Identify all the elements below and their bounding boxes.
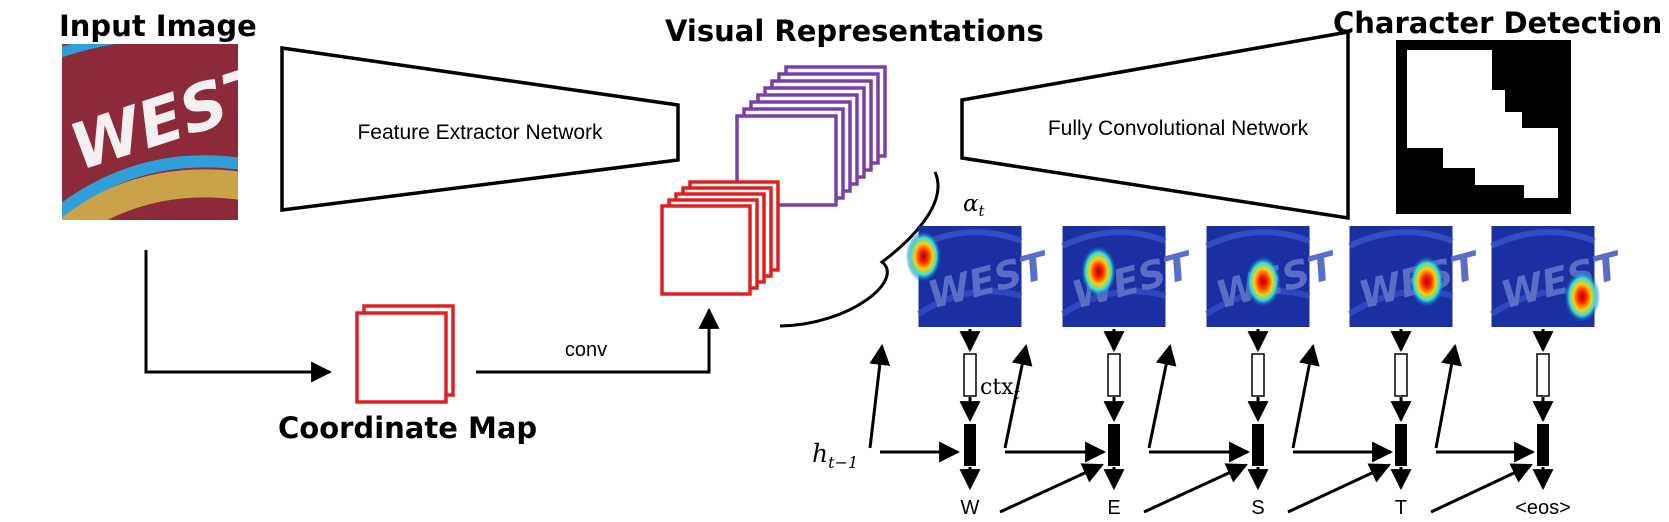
attention-heatmap: WEST bbox=[1489, 226, 1628, 327]
arrow-prev-output-to-cell bbox=[1143, 463, 1248, 514]
title-visual-representations: Visual Representations bbox=[665, 14, 1044, 48]
h-t-minus-1-label: ht−1 bbox=[812, 439, 858, 472]
attention-heatmap: WEST bbox=[1060, 226, 1199, 327]
output-character: S bbox=[1251, 497, 1264, 519]
arrow-state-to-attention bbox=[868, 343, 891, 449]
red-feature-maps bbox=[660, 180, 780, 296]
context-vector bbox=[1536, 353, 1550, 397]
context-vector bbox=[1251, 353, 1265, 397]
coordinate-map-stack bbox=[355, 304, 455, 404]
attention-heatmap: WEST bbox=[1347, 226, 1486, 327]
arrow-input-to-coordmap bbox=[144, 250, 333, 383]
attention-heatmap: WEST bbox=[905, 226, 1055, 327]
decoder-cell bbox=[1537, 424, 1549, 466]
decoder-cell bbox=[964, 424, 976, 466]
curly-brace bbox=[779, 171, 940, 328]
input-image: WEST bbox=[62, 44, 238, 220]
output-character: E bbox=[1107, 497, 1120, 519]
context-vector bbox=[963, 353, 977, 397]
character-detection-mask bbox=[1396, 40, 1571, 214]
output-character: W bbox=[961, 497, 980, 519]
decoder-cell bbox=[1108, 424, 1120, 466]
decoder-cell bbox=[1252, 424, 1264, 466]
purple-feature-maps bbox=[735, 65, 887, 207]
ctx-t-label: ctxt bbox=[980, 375, 1021, 403]
arrow-state-to-attention bbox=[1434, 343, 1462, 449]
arrow-state-to-attention bbox=[1147, 343, 1177, 449]
fully-convolutional-block bbox=[960, 29, 1350, 221]
arrow-state-to-attention bbox=[1003, 343, 1033, 449]
arrow-prev-output-to-cell bbox=[1430, 463, 1533, 514]
feature-extractor-label: Feature Extractor Network bbox=[357, 121, 603, 144]
fully-convolutional-label: Fully Convolutional Network bbox=[1048, 117, 1309, 140]
attention-heatmap: WEST bbox=[1204, 226, 1343, 327]
title-input-image: Input Image bbox=[59, 9, 257, 43]
decoder-cell bbox=[1395, 424, 1407, 466]
output-character: <eos> bbox=[1515, 497, 1571, 519]
arrow-state-to-attention bbox=[1291, 343, 1320, 449]
conv-label: conv bbox=[565, 339, 607, 361]
title-coordinate-map: Coordinate Map bbox=[278, 411, 537, 445]
arrow-prev-output-to-cell bbox=[999, 463, 1104, 514]
arrow-coordmap-to-features bbox=[476, 307, 720, 374]
alpha-t-label: αt bbox=[963, 191, 986, 220]
context-vector bbox=[1394, 353, 1408, 397]
arrow-prev-output-to-cell bbox=[1287, 463, 1391, 514]
title-character-detection: Character Detection bbox=[1333, 6, 1662, 40]
feature-extractor-block bbox=[280, 45, 680, 212]
context-vector bbox=[1107, 353, 1121, 397]
output-character: T bbox=[1395, 497, 1407, 519]
